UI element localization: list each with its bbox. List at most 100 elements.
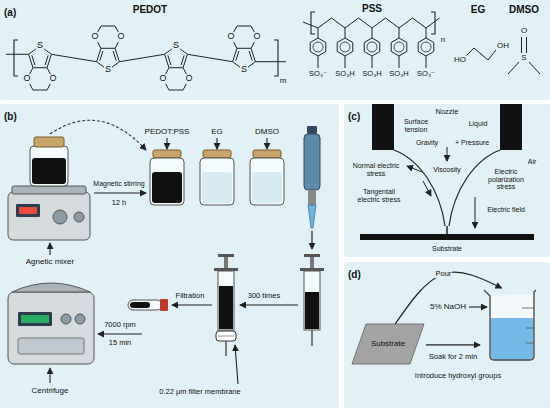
parallelogram [352, 324, 424, 364]
group-label: SO₃⁻ [416, 70, 436, 78]
bond-line [168, 55, 171, 65]
bond-line [32, 55, 35, 65]
syringe [300, 254, 324, 346]
polymer-bracket [311, 12, 315, 34]
centrifuge [61, 314, 71, 324]
pipette [304, 126, 320, 228]
syringe [310, 257, 314, 269]
atom-label: O [90, 32, 99, 42]
structure-title: PEDOT [132, 4, 168, 15]
bond-line [318, 56, 319, 68]
filter-syringe [225, 341, 227, 356]
pipette [308, 190, 316, 205]
aromatic-circle [421, 42, 431, 52]
annotation: Electric polarization stress [479, 168, 533, 191]
annotation: Surface tension [397, 118, 435, 133]
beaker: 5% NaOH [482, 288, 538, 362]
group-label: SO₃⁻ [308, 70, 328, 78]
process-arrow [98, 333, 142, 334]
annotation: Filtration [175, 292, 206, 300]
annotation: Electric field [486, 206, 526, 214]
beaker-outline [482, 288, 538, 362]
reagent-bottle [152, 172, 182, 203]
substrate-plate: Substrate [352, 324, 424, 364]
magnetic-mixer [8, 192, 90, 240]
centrifuge [8, 292, 94, 364]
bond-line [318, 28, 319, 38]
subscript-label: n [440, 36, 446, 45]
syringe [311, 330, 313, 346]
reagent-bottle [253, 150, 281, 158]
node-text: Substrate [371, 339, 405, 348]
aromatic-circle [313, 42, 323, 52]
annotation: Substrate [431, 245, 463, 253]
edge-label: Pour [434, 270, 452, 278]
annotation: 15 min [108, 339, 133, 347]
pipette [308, 205, 316, 228]
centrifuge [12, 283, 90, 292]
bond-line [372, 56, 373, 68]
bond-line [181, 55, 184, 65]
atom-label: O [158, 74, 167, 84]
process-arrow [240, 304, 298, 305]
benzene-ring [337, 38, 353, 56]
centrifuge [21, 315, 49, 323]
bond-line [6, 54, 29, 55]
process-arrow [426, 344, 480, 345]
taylor-cone [372, 104, 394, 150]
process-arrow [311, 231, 312, 249]
annotation: Air [527, 158, 538, 166]
bond-line [521, 37, 522, 53]
bond-line [119, 54, 164, 61]
panel-label: (b) [4, 111, 17, 123]
bond-line [399, 28, 400, 38]
atom-label: O [184, 74, 193, 84]
beaker-outline [491, 318, 534, 360]
magnetic-mixer [53, 210, 67, 224]
pipette [307, 126, 317, 134]
bond-line [33, 90, 47, 91]
benzene-ring [364, 38, 380, 56]
bond-line [345, 28, 346, 38]
bond-line [33, 67, 47, 68]
centrifuge [18, 312, 52, 326]
bond-line [426, 56, 427, 68]
edge-label: Soak for 2 min [428, 353, 478, 361]
pipette [304, 134, 320, 190]
polymer-bracket [274, 40, 278, 76]
bond-line [169, 90, 183, 91]
atom-label: O [226, 32, 235, 42]
beaker-outline [490, 294, 534, 360]
reagent-bottle [252, 172, 282, 203]
filter-syringe [218, 336, 234, 337]
bond-line [236, 51, 239, 61]
benzene-ring [391, 38, 407, 56]
reagent-bottle [202, 172, 232, 203]
annotation: Agnetic mixer [25, 258, 75, 267]
centrifuge-tube [128, 300, 162, 310]
aromatic-circle [367, 42, 377, 52]
leader-arrow [235, 345, 238, 384]
reagent-bottle [266, 138, 267, 149]
bond-line [426, 28, 427, 38]
taylor-cone [423, 181, 431, 196]
reagent-bottle [150, 158, 184, 205]
polymer-bracket [431, 12, 435, 34]
bond-line [101, 26, 115, 27]
reagent-bottle [203, 150, 231, 158]
bond-line [372, 28, 373, 38]
reagent-bottle [150, 138, 184, 205]
annotation: Nozzle [435, 108, 460, 116]
centrifuge-tube [128, 299, 168, 311]
bond-line [399, 56, 400, 68]
aromatic-circle [394, 42, 404, 52]
filter-syringe [224, 257, 228, 269]
taylor-cone [475, 197, 476, 228]
bond-line [237, 48, 251, 49]
reagent-bottle [250, 158, 284, 205]
filter-syringe [216, 331, 236, 341]
annotation: 7000 rpm [103, 321, 137, 329]
annotation: Liquid [468, 120, 489, 128]
